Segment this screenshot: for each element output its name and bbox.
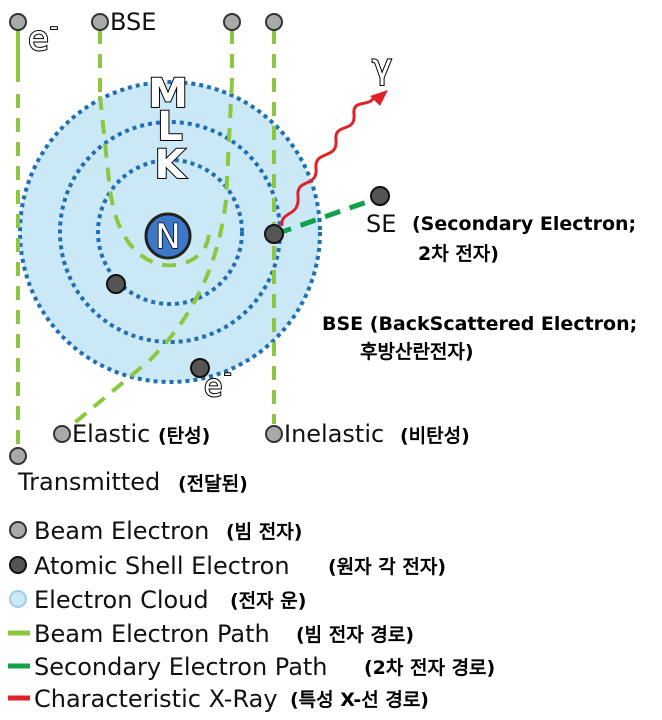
legend-label-beam-path: Beam Electron Path <box>34 620 270 648</box>
inelastic-label: Inelastic <box>284 420 384 448</box>
legend-cloud-icon <box>9 590 27 608</box>
beam-electron-elastic <box>53 425 71 443</box>
elastic-kr-label: (탄성) <box>158 425 210 447</box>
shell-electron-l <box>106 274 126 294</box>
xray-arrowhead <box>370 90 388 106</box>
legend-kr-xray: (특성 X-선 경로) <box>290 689 429 711</box>
transmitted-kr-label: (전달된) <box>178 473 248 495</box>
cloud-electron-charge: - <box>224 361 231 385</box>
gamma-label: γ <box>372 47 392 87</box>
top-electron-charge: - <box>50 15 58 40</box>
elastic-label: Elastic <box>72 420 150 448</box>
legend-kr-cloud: (전자 운) <box>230 590 306 612</box>
nucleus-label: N <box>155 217 180 257</box>
shell-label-l: L <box>157 104 183 150</box>
legend-label-cloud: Electron Cloud <box>34 586 209 614</box>
shell-ring-k <box>96 158 244 306</box>
legend-kr-beam-electron: (빔 전자) <box>226 521 302 543</box>
legend-beam-electron-icon <box>9 521 27 539</box>
shell-label-k: K <box>155 142 188 188</box>
shell-electron-ejected <box>264 224 284 244</box>
beam-electron-inelastic <box>265 425 283 443</box>
se-label: SE <box>366 210 396 238</box>
xray-wave <box>280 95 376 227</box>
legend-shell-electron-icon <box>9 556 27 574</box>
inelastic-kr-label: (비탄성) <box>400 425 470 447</box>
shell-electron-m <box>190 358 210 378</box>
legend-label-shell-electron: Atomic Shell Electron <box>34 552 290 580</box>
legend-label-xray: Characteristic X-Ray <box>34 685 278 713</box>
legend-kr-beam-path: (빔 전자 경로) <box>296 624 414 646</box>
bse-desc-1: BSE (BackScattered Electron; <box>322 313 637 335</box>
nucleus <box>144 212 192 260</box>
beam-electron-top-1 <box>9 13 27 31</box>
beam-path-elastic <box>64 79 234 432</box>
beam-electron-top-4 <box>265 13 283 31</box>
legend: Beam Electron (빔 전자) Atomic Shell Electr… <box>8 517 495 713</box>
bse-desc-2: 후방산란전자) <box>360 341 474 363</box>
cloud-electron-label: e <box>204 369 222 404</box>
secondary-electron <box>370 186 390 206</box>
legend-kr-secondary-path: (2차 전자 경로) <box>364 657 495 679</box>
transmitted-label: Transmitted <box>17 468 160 496</box>
legend-label-secondary-path: Secondary Electron Path <box>34 653 328 681</box>
beam-path-bse-curve <box>98 95 211 268</box>
bse-top-label: BSE <box>110 8 156 36</box>
beam-electron-top-2 <box>91 13 109 31</box>
secondary-electron-path <box>275 195 379 237</box>
beam-electron-transmitted <box>9 447 27 465</box>
legend-label-beam-electron: Beam Electron <box>34 517 209 545</box>
se-desc-2: 2차 전자) <box>418 243 499 265</box>
top-electron-label: e <box>28 19 49 59</box>
legend-kr-shell-electron: (원자 각 전자) <box>328 556 446 578</box>
beam-electron-top-3 <box>223 13 241 31</box>
shell-label-m: M <box>148 71 188 117</box>
se-desc-1: (Secondary Electron; <box>412 213 636 235</box>
